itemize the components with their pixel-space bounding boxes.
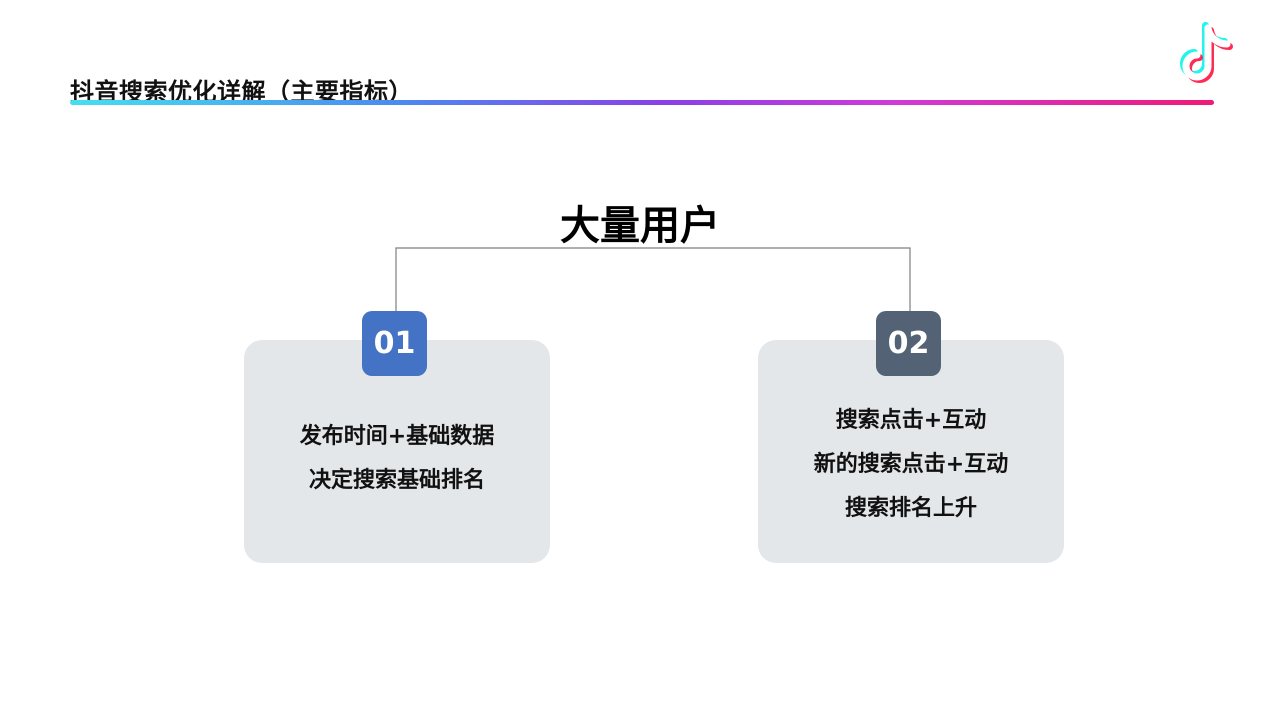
node-01-line-1: 发布时间+基础数据: [299, 424, 495, 449]
node-02-line-2: 新的搜索点击+互动: [813, 452, 1009, 477]
node-badge-02: 02: [876, 311, 941, 376]
tiktok-note-icon: [1180, 22, 1233, 83]
node-02-line-1: 搜索点击+互动: [835, 408, 987, 433]
diagram-root-title: 大量用户: [560, 203, 720, 249]
node-02-line-3: 搜索排名上升: [844, 496, 977, 521]
connector-line: [395, 247, 911, 312]
node-card-01: 发布时间+基础数据 决定搜索基础排名: [244, 340, 550, 563]
title-underline: [70, 100, 1214, 105]
node-01-line-2: 决定搜索基础排名: [308, 468, 485, 493]
node-badge-01: 01: [362, 311, 427, 376]
node-card-02: 搜索点击+互动 新的搜索点击+互动 搜索排名上升: [758, 340, 1064, 563]
